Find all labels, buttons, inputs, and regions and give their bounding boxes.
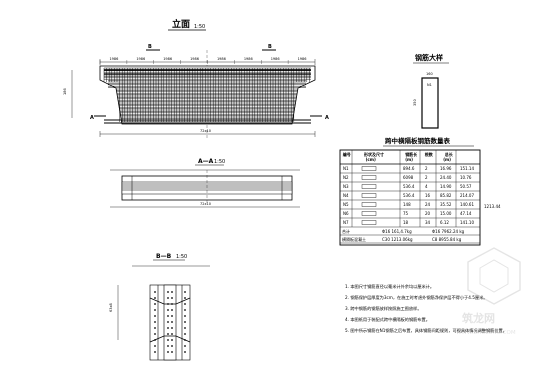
table-total-label: 1213.44: [484, 204, 501, 209]
table-cell: N6: [343, 211, 349, 216]
table-cell: 148: [403, 202, 411, 207]
section-aa-title: A—A: [198, 158, 214, 165]
table-cell: 47.14: [460, 211, 472, 216]
note-line: 5. 图中所示钢筋在N1钢筋之后布置，具体钢筋间距规则，可视具体情况调整钢筋位置…: [345, 327, 507, 334]
watermark-url: WWW.ZHULONG.COM: [456, 330, 516, 336]
table-sum-value: C30 1213.06kg: [382, 237, 413, 242]
rebar-detail-width: 160: [426, 72, 433, 76]
table-cell: 140.61: [460, 202, 474, 207]
section-aa-view: A—A 1:50 72x10: [110, 158, 300, 208]
table-cell: 16.96: [440, 166, 452, 171]
table-cell: N5: [343, 202, 349, 207]
rebar-detail-tag: N1: [427, 83, 432, 87]
table-sum-value: Φ16 7962.24 kg: [432, 229, 465, 234]
table-cell: N2: [343, 175, 349, 180]
table-cell: 24: [425, 202, 431, 207]
note-line: 4. 本图纸用于装配式跨中横隔板的钢筋布置。: [345, 316, 430, 323]
table-header: 形状及尺寸: [364, 151, 384, 157]
table-cell: 16: [425, 193, 431, 198]
note-line: 3. 跨中钢筋的钢筋放样按照施工图放样。: [345, 305, 422, 312]
elevation-bottom-dim: 72x10: [200, 129, 211, 133]
table-header: 编号: [343, 151, 351, 157]
table-sum-label: 横隔板混凝土: [342, 236, 366, 242]
table-cell: 34: [425, 220, 431, 225]
table-cell: 4: [425, 184, 428, 189]
section-bb-side-dim: 63x8: [109, 303, 113, 312]
top-dim-label: 1986: [136, 57, 145, 61]
table-header: (m): [405, 157, 413, 162]
table-cell: 20: [425, 211, 431, 216]
table-cell: N4: [343, 193, 349, 198]
table-cell: 536.4: [403, 193, 415, 198]
rebar-detail-height: 350: [413, 99, 417, 106]
table-cell: 151.14: [460, 166, 474, 171]
table-cell: 14.90: [440, 184, 452, 189]
table-cell: N1: [343, 166, 349, 171]
cut-mark-b-left: B: [148, 44, 152, 50]
section-aa-scale: 1:50: [214, 159, 225, 165]
top-dim-label: 1986: [217, 57, 226, 61]
section-bb-title: B—B: [156, 253, 172, 260]
table-header: (cm): [366, 157, 376, 162]
table-cell: 214.07: [460, 193, 474, 198]
section-bb-bars: [154, 285, 186, 360]
table-cell: 15.00: [440, 211, 452, 216]
rebar-detail-title: 钢筋大样: [415, 53, 443, 62]
note-line: 2. 钢筋保护层厚度为3cm，在施工时考虑外钢筋净保护层不得小于4.5厘米。: [345, 294, 487, 301]
svg-text:186: 186: [63, 88, 67, 95]
table-sum-value: C8 8955.84 kg: [432, 237, 462, 242]
table-cell: 10.76: [460, 175, 472, 180]
table-cell: 35.52: [440, 202, 452, 207]
elevation-title: 立面: [172, 18, 190, 30]
watermark: 筑龙网 WWW.ZHULONG.COM: [456, 247, 521, 336]
table-cell: 75: [403, 211, 409, 216]
table-cell: 2: [425, 175, 428, 180]
table-cell: 18: [403, 220, 409, 225]
top-dim-label: 1986: [244, 57, 253, 61]
table-cell: 141.10: [460, 220, 474, 225]
section-bb-scale: 1:50: [176, 254, 187, 260]
top-dim-label: 1986: [190, 57, 199, 61]
elevation-top-dimensions: 1986 1986 1986 1986 1986 1986 1986 1986: [99, 57, 307, 64]
top-dim-label: 1986: [298, 57, 307, 61]
top-dim-label: 1986: [109, 57, 118, 61]
top-dim-label: 1986: [271, 57, 280, 61]
table-cell: 24.40: [440, 175, 452, 180]
table-header: 总长: [445, 151, 453, 157]
cut-mark-a-right: A: [325, 115, 329, 121]
table-header: 根数: [425, 151, 433, 157]
cut-mark-b-right: B: [268, 44, 272, 50]
table-cell: N7: [343, 220, 349, 225]
table-sum-value: Φ16 161,4.7kg: [382, 229, 412, 234]
table-cell: 536.4: [403, 184, 415, 189]
watermark-brand: 筑龙网: [462, 311, 495, 325]
table-title: 跨中横隔板钢筋数量表: [385, 136, 451, 145]
section-bb-view: B—B 1:50 63x8: [109, 253, 210, 361]
table-header: 钢筋长: [405, 151, 417, 157]
table-cell: 6.12: [440, 220, 449, 225]
note-line: 1. 本图尺寸钢筋直径以毫米计外余均以厘米计。: [345, 283, 434, 290]
table-cell: N3: [343, 184, 349, 189]
cut-mark-a-left: A: [90, 115, 94, 121]
table-cell: 50.57: [460, 184, 472, 189]
table-cell: 894.6: [403, 166, 415, 171]
table-cell: 85.82: [440, 193, 452, 198]
elevation-scale: 1:50: [194, 24, 205, 30]
top-dim-label: 1986: [163, 57, 172, 61]
rebar-mesh: [103, 67, 311, 124]
table-cell: 2: [425, 166, 428, 171]
table-cell: 6098: [403, 175, 414, 180]
section-aa-bottom-dim: 72x10: [200, 202, 211, 206]
notes-block: 1. 本图尺寸钢筋直径以毫米计外余均以厘米计。 2. 钢筋保护层厚度为3cm，在施…: [345, 283, 507, 334]
rebar-detail: 钢筋大样 N1 160 350: [413, 53, 449, 129]
table-header: (m): [443, 157, 451, 162]
table-sum-label: 合计: [342, 228, 350, 234]
